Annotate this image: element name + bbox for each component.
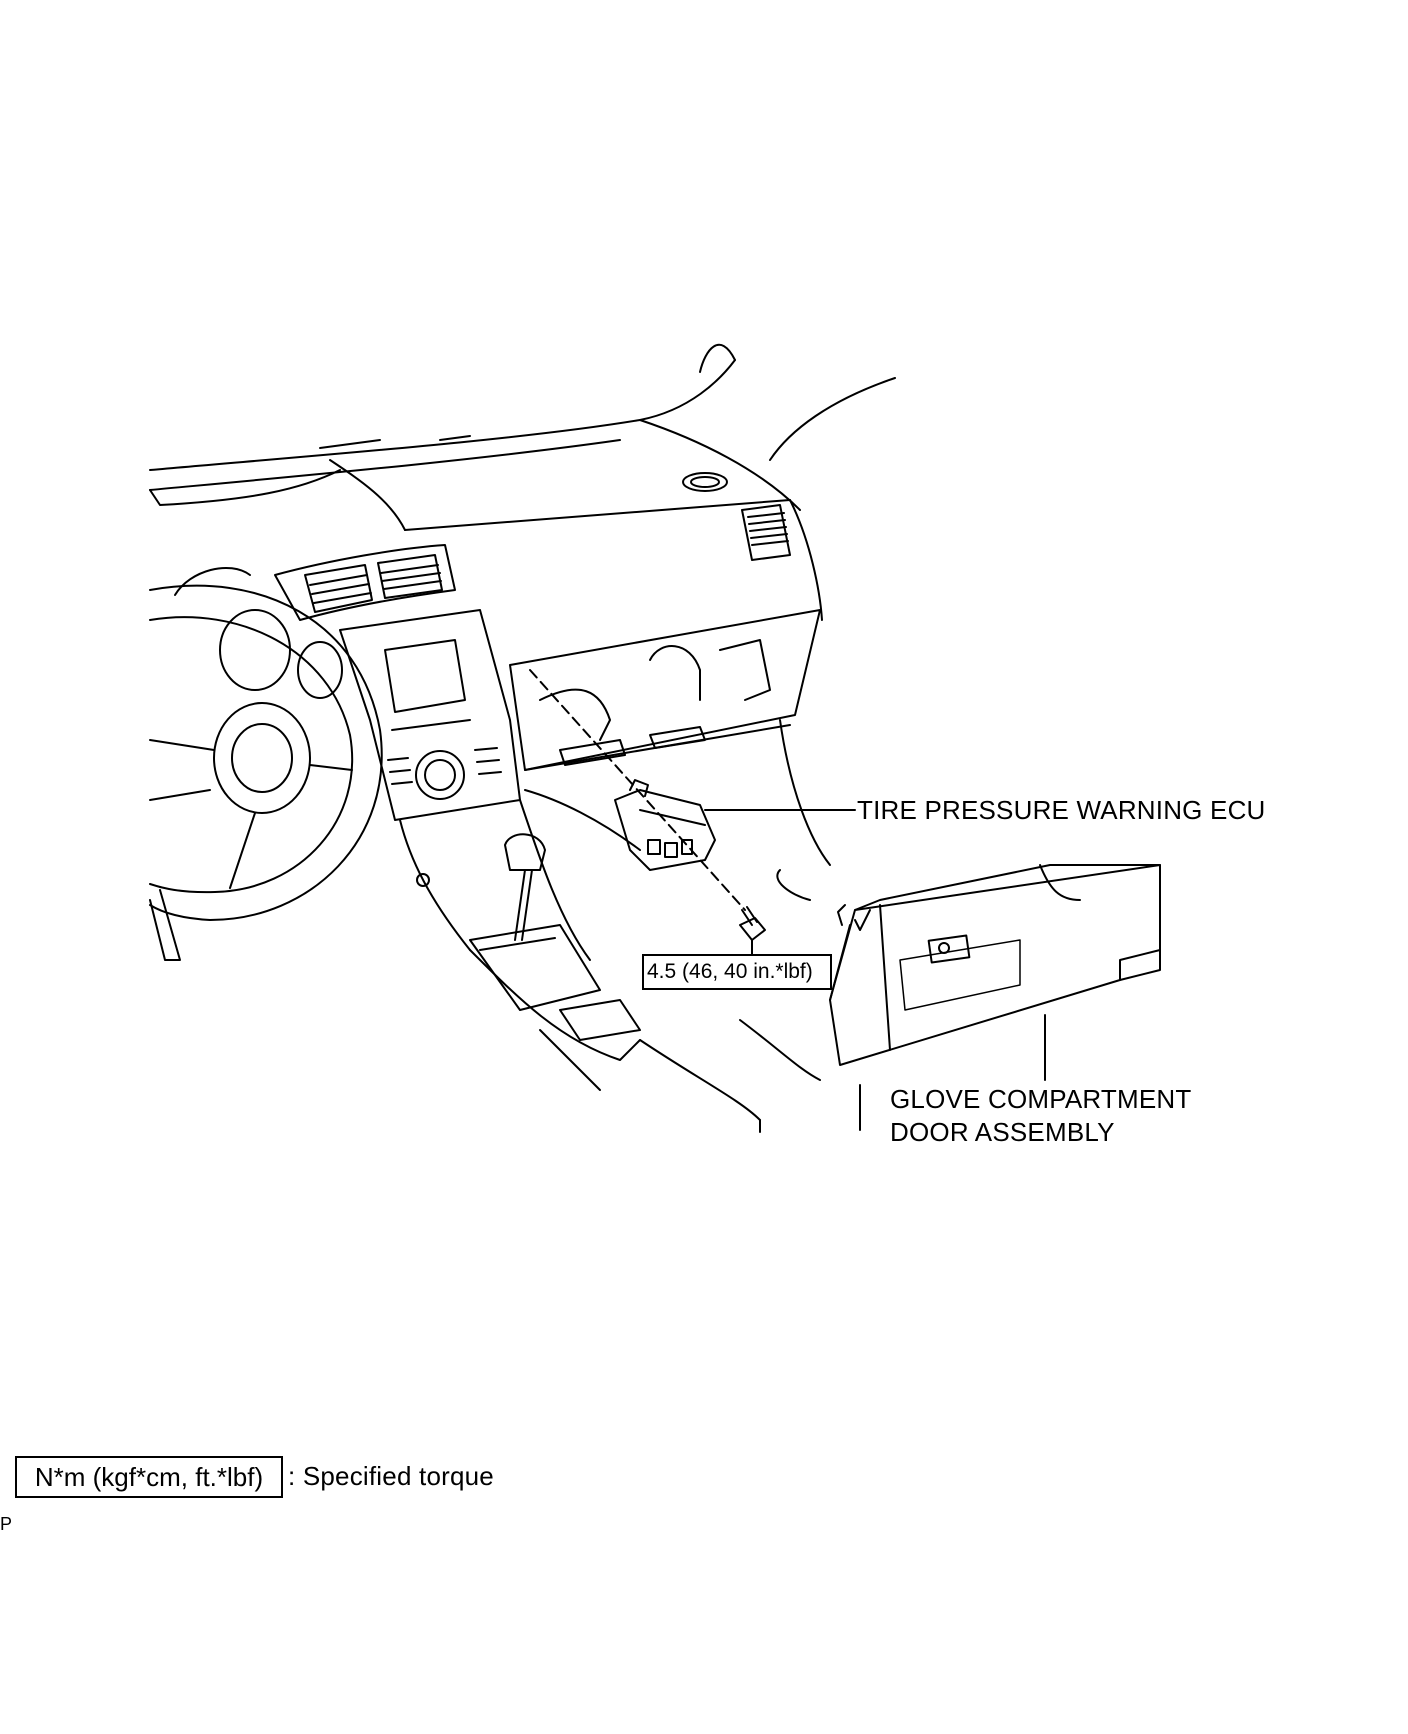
corner-code: P [0, 1514, 13, 1534]
steering-hub [214, 703, 310, 813]
right-air-vent [742, 505, 790, 560]
glovebox-opening [510, 610, 820, 770]
legend-description: : Specified torque [288, 1461, 494, 1491]
instrument-cluster [175, 568, 342, 698]
defroster-vent [683, 473, 727, 491]
bolt [740, 907, 765, 940]
glove-compartment-door [830, 865, 1160, 1065]
latch-handle [929, 935, 970, 962]
torque-spec-box: 4.5 (46, 40 in.*lbf) [642, 954, 832, 990]
windshield-outline [150, 345, 895, 490]
tire-pressure-ecu [615, 780, 715, 870]
shift-console [470, 834, 640, 1090]
center-stack [340, 610, 640, 1060]
legend-units-box: N*m (kgf*cm, ft.*lbf) [15, 1456, 283, 1498]
ecu-label: TIRE PRESSURE WARNING ECU [857, 795, 1266, 825]
steering-wheel [150, 586, 382, 960]
dashboard-top [150, 420, 822, 620]
lower-dash [525, 720, 860, 1132]
climate-knob [416, 751, 464, 799]
center-air-vents [275, 545, 455, 620]
install-guide-line [530, 670, 745, 910]
glove-label-line1: GLOVE COMPARTMENT [890, 1084, 1192, 1114]
glove-label-line2: DOOR ASSEMBLY [890, 1117, 1115, 1147]
